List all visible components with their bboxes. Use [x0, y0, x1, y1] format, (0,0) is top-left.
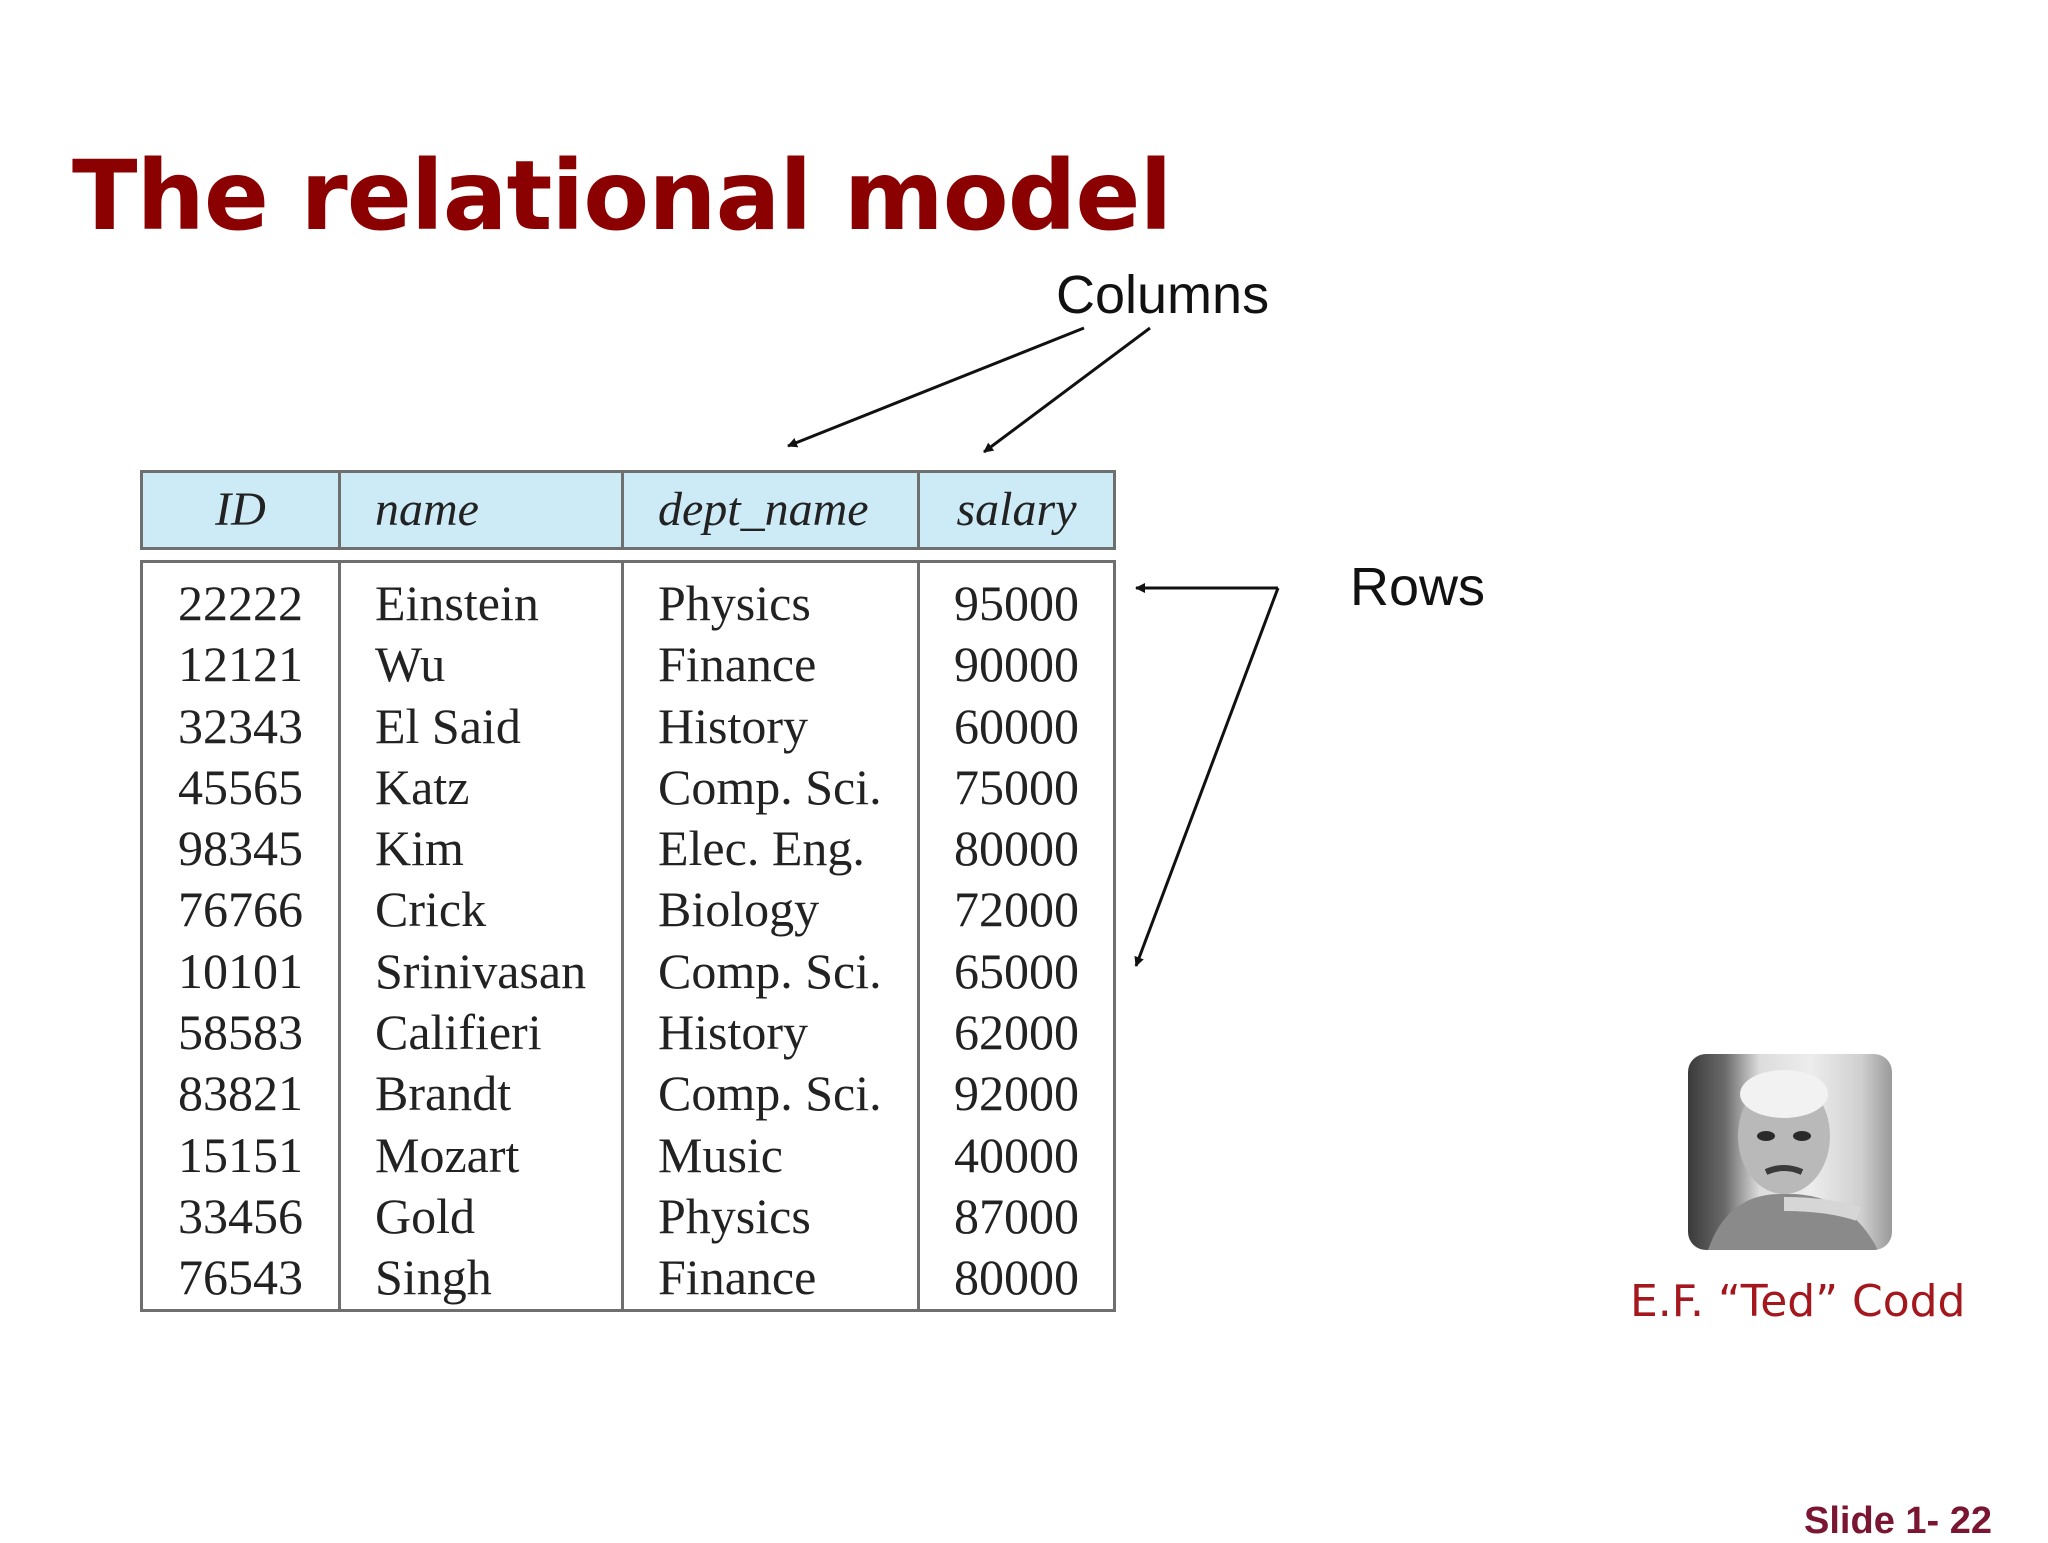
cell-name: Kim [375, 820, 464, 877]
cell-dept-name: Physics [658, 1187, 811, 1244]
cell-id: 33456 [178, 1187, 303, 1244]
slide-title: The relational model [72, 148, 1172, 240]
cell-dept-name: History [658, 697, 808, 754]
cell-name: Califieri [375, 1004, 542, 1061]
cell-dept-name: Biology [658, 881, 820, 938]
cell-salary: 75000 [954, 758, 1079, 815]
photo-caption: E.F. “Ted” Codd [1630, 1276, 1966, 1327]
cell-name: Wu [375, 636, 446, 693]
columns-arrow-dept-name [787, 326, 1085, 448]
cell-name: Srinivasan [375, 942, 587, 999]
columns-arrow-salary [983, 326, 1151, 454]
cell-id: 15151 [178, 1126, 303, 1183]
table-body: 22222 12121 32343 45565 98345 76766 1010… [140, 560, 1116, 1312]
cell-id: 22222 [178, 575, 303, 631]
cell-salary: 62000 [954, 1004, 1079, 1061]
cell-id: 12121 [178, 636, 303, 693]
cell-salary: 40000 [954, 1126, 1079, 1183]
cell-dept-name: History [658, 1004, 808, 1061]
codd-portrait-photo [1688, 1054, 1892, 1250]
column-name: Einstein Wu El Said Katz Kim Crick Srini… [341, 563, 624, 1309]
cell-dept-name: Comp. Sci. [658, 758, 882, 815]
cell-salary: 87000 [954, 1187, 1079, 1244]
cell-dept-name: Finance [658, 636, 817, 693]
cell-salary: 95000 [954, 575, 1079, 631]
cell-id: 76766 [178, 881, 303, 938]
cell-id: 58583 [178, 1004, 303, 1061]
columns-label: Columns [1056, 265, 1270, 325]
cell-name: Gold [375, 1187, 475, 1244]
cell-salary: 65000 [954, 942, 1079, 999]
cell-name: Brandt [375, 1065, 512, 1122]
cell-name: Singh [375, 1249, 492, 1306]
cell-dept-name: Elec. Eng. [658, 820, 865, 877]
header-id: ID [215, 483, 266, 536]
cell-dept-name: Comp. Sci. [658, 942, 882, 999]
header-name: name [375, 483, 479, 536]
cell-dept-name: Finance [658, 1249, 817, 1306]
header-salary: salary [956, 483, 1077, 536]
table-header: ID name dept_name salary [140, 470, 1116, 550]
cell-name: Einstein [375, 575, 539, 631]
cell-dept-name: Physics [658, 575, 811, 631]
cell-id: 32343 [178, 697, 303, 754]
cell-id: 98345 [178, 820, 303, 877]
cell-id: 83821 [178, 1065, 303, 1122]
column-id: 22222 12121 32343 45565 98345 76766 1010… [143, 563, 341, 1309]
column-salary: 95000 90000 60000 75000 80000 72000 6500… [920, 563, 1113, 1309]
cell-salary: 80000 [954, 820, 1079, 877]
cell-salary: 72000 [954, 881, 1079, 938]
rows-label: Rows [1350, 557, 1486, 617]
cell-id: 45565 [178, 758, 303, 815]
cell-salary: 92000 [954, 1065, 1079, 1122]
cell-dept-name: Comp. Sci. [658, 1065, 882, 1122]
cell-salary: 60000 [954, 697, 1079, 754]
rows-bracket-side [1134, 587, 1280, 967]
cell-salary: 90000 [954, 636, 1079, 693]
header-dept-name: dept_name [658, 483, 869, 536]
cell-name: Mozart [375, 1126, 520, 1183]
cell-salary: 80000 [954, 1249, 1079, 1306]
cell-name: Katz [375, 758, 470, 815]
cell-dept-name: Music [658, 1126, 783, 1183]
cell-id: 76543 [178, 1249, 303, 1306]
cell-name: Crick [375, 881, 487, 938]
cell-name: El Said [375, 697, 521, 754]
slide-number: Slide 1- 22 [1804, 1500, 1992, 1542]
cell-id: 10101 [178, 942, 303, 999]
column-dept-name: Physics Finance History Comp. Sci. Elec.… [624, 563, 920, 1309]
